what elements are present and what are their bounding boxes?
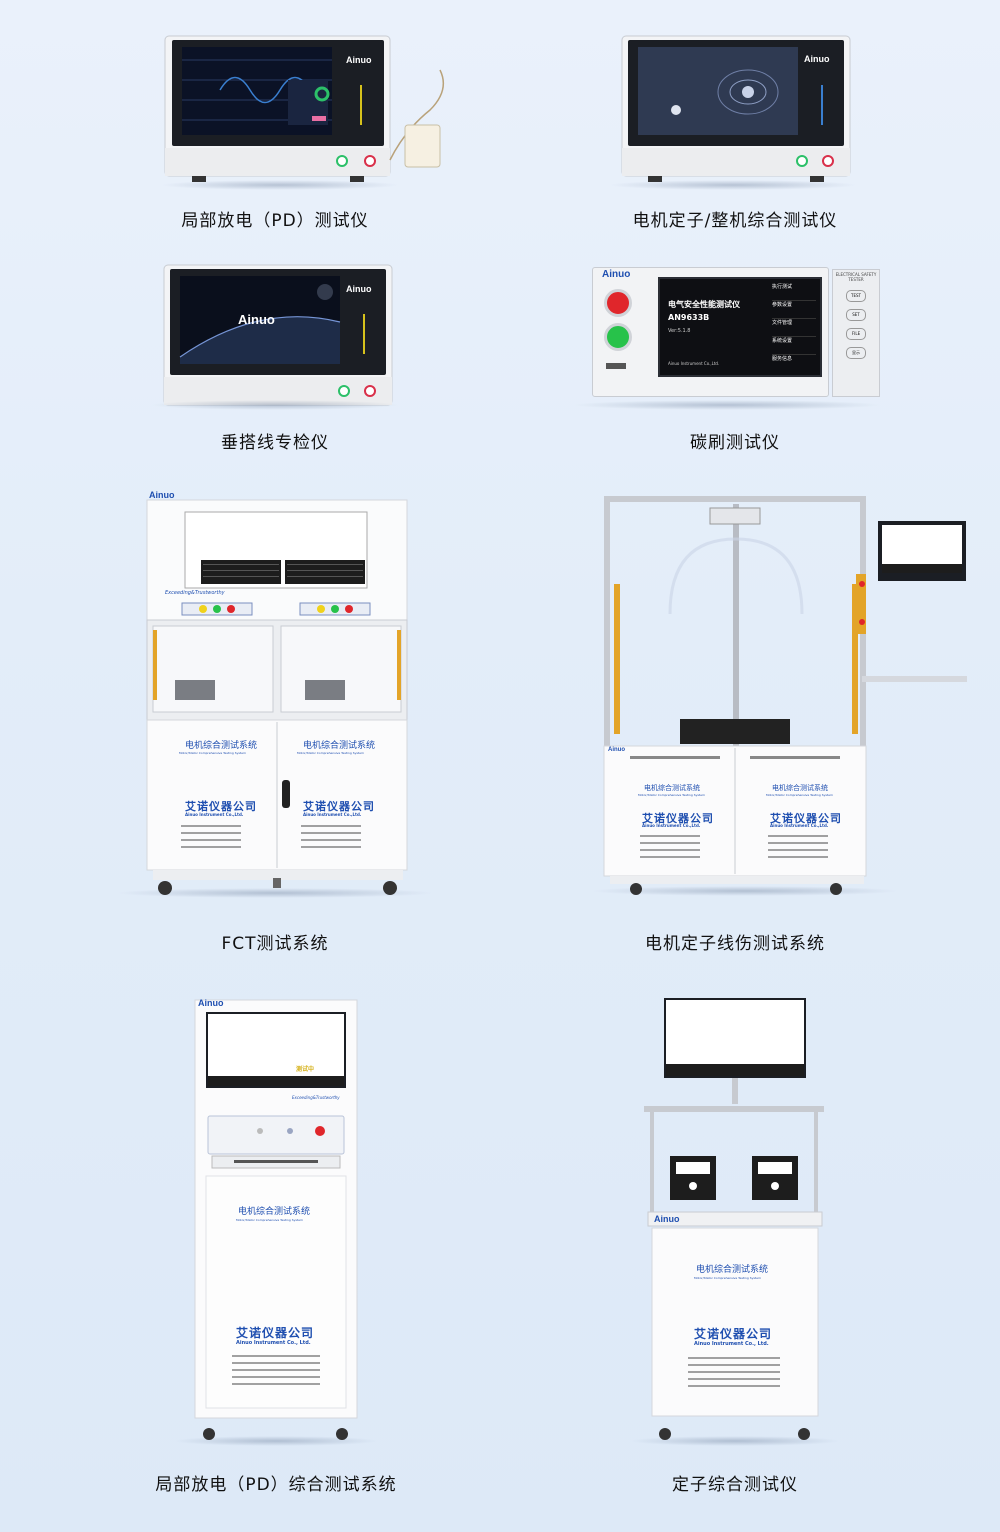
product-wire-damage-system: Ainuo 电机综合测试系统 电机综合测试系统 Motor/Stator Com…: [590, 494, 970, 904]
product-pd-system: Ainuo 测试中 Exceeding&Trustworthy 电机综合测试系统…: [174, 998, 378, 1448]
stator-comprehensive-image: [644, 998, 824, 1440]
stator-tester-image: Ainuo: [621, 35, 851, 182]
product-fct-system: Ainuo Exceeding&Trustworthy 电机综合测试系统 电机综…: [115, 490, 435, 902]
screen-model: AN9633B: [668, 313, 710, 322]
status-text: 测试中: [296, 1066, 315, 1073]
fct-system-image: [146, 499, 408, 895]
menu-item[interactable]: 执行测试: [772, 283, 816, 301]
system-name-en: Motor/Stator Comprehensive Testing Syste…: [236, 1218, 303, 1222]
product-caption: 电机定子线伤测试系统: [645, 934, 825, 954]
product-shadow: [608, 180, 858, 190]
product-pd-tester: Ainuo: [160, 30, 460, 190]
product-stator-tester: Ainuo: [608, 30, 858, 190]
company-name: 艾诺仪器公司: [236, 1326, 315, 1340]
system-name: 电机综合测试系统: [696, 1265, 769, 1275]
screen-company: Ainuo Instrument Co.,Ltd.: [668, 361, 720, 366]
company-en: Ainuo Instrument Co., Ltd.: [694, 1341, 769, 1347]
vent: [232, 1350, 320, 1390]
product-shadow: [160, 180, 400, 190]
company-en-right: Ainuo Instrument Co.,Ltd.: [303, 812, 362, 817]
screen-version: Ver:5.1.8: [668, 328, 691, 334]
company-en-left: Ainuo Instrument Co.,Ltd.: [185, 812, 244, 817]
start-button[interactable]: [604, 323, 632, 351]
product-shadow: [572, 400, 882, 410]
product-hanging-wire-tester: Ainuo Ainuo: [150, 262, 400, 412]
brand-logo: Ainuo: [346, 55, 372, 65]
product-caption: 局部放电（PD）综合测试系统: [155, 1475, 397, 1495]
side-title: ELECTRICAL SAFETY TESTER: [835, 272, 877, 282]
stop-button[interactable]: [604, 289, 632, 317]
system-name-en-right: Motor/Stator Comprehensive Testing Syste…: [297, 751, 364, 755]
menu-item[interactable]: 系统设置: [772, 337, 816, 355]
slogan: Exceeding&Trustworthy: [292, 1095, 340, 1100]
screen-menu: 执行测试 参数设置 文件管理 系统设置 服务信息: [772, 283, 816, 372]
wire-damage-system-image: [603, 496, 967, 895]
menu-item[interactable]: 文件管理: [772, 319, 816, 337]
product-shadow: [150, 400, 400, 410]
system-name-en-left: Motor/Stator Comprehensive Testing Syste…: [638, 793, 705, 797]
file-button[interactable]: FILE: [846, 328, 866, 340]
system-name-right: 电机综合测试系统: [303, 741, 376, 751]
company-en-left: Ainuo Instrument Co.,Ltd.: [642, 823, 701, 828]
side-panel: ELECTRICAL SAFETY TESTER TEST SET FILE 显…: [832, 269, 880, 397]
product-caption: 电机定子/整机综合测试仪: [632, 211, 838, 231]
system-name-en-right: Motor/Stator Comprehensive Testing Syste…: [766, 793, 833, 797]
brand-logo: Ainuo: [602, 269, 631, 280]
company-en: Ainuo Instrument Co., Ltd.: [236, 1340, 311, 1346]
product-stator-comprehensive-tester: Ainuo 电机综合测试系统 Motor/Stator Comprehensiv…: [630, 996, 840, 1448]
slogan: Exceeding&Trustworthy: [165, 590, 225, 596]
pd-system-image: [194, 999, 358, 1440]
product-shadow: [115, 888, 435, 898]
product-caption: 定子综合测试仪: [672, 1475, 798, 1495]
usb-port: [606, 363, 626, 369]
brand-logo: Ainuo: [608, 747, 625, 753]
vent-right: [301, 820, 361, 853]
company-name-right: 艾诺仪器公司: [303, 800, 375, 813]
brand-logo: Ainuo: [654, 1214, 680, 1224]
svg-text:Ainuo: Ainuo: [346, 284, 372, 294]
system-name: 电机综合测试系统: [238, 1207, 311, 1217]
vent-left: [640, 830, 700, 863]
company-name-right: 艾诺仪器公司: [770, 812, 842, 825]
company-name-left: 艾诺仪器公司: [185, 800, 257, 813]
system-name-en: Motor/Stator Comprehensive Testing Syste…: [694, 1276, 761, 1280]
product-shadow: [590, 886, 900, 896]
hanging-wire-tester-image: Ainuo: [163, 264, 393, 406]
vent-right: [768, 830, 828, 863]
brand-logo: Ainuo: [198, 998, 224, 1008]
menu-item[interactable]: 服务信息: [772, 356, 793, 362]
company-name: 艾诺仪器公司: [694, 1327, 773, 1341]
device-screen: 电气安全性能测试仪 AN9633B Ver:5.1.8 Ainuo Instru…: [658, 277, 822, 377]
system-name-en-left: Motor/Stator Comprehensive Testing Syste…: [179, 751, 246, 755]
svg-text:Ainuo: Ainuo: [804, 54, 830, 64]
pd-tester-image: Ainuo: [164, 35, 445, 182]
system-name-right: 电机综合测试系统: [772, 784, 828, 792]
company-name-left: 艾诺仪器公司: [642, 812, 714, 825]
product-shadow: [174, 1436, 378, 1446]
screen-logo: Ainuo: [238, 312, 275, 327]
system-name-left: 电机综合测试系统: [644, 784, 700, 792]
set-button[interactable]: SET: [846, 309, 866, 321]
brand-logo: Ainuo: [149, 490, 175, 500]
display-button[interactable]: 显示: [846, 347, 866, 359]
screen-title: 电气安全性能测试仪: [668, 300, 740, 309]
product-caption: 局部放电（PD）测试仪: [181, 211, 369, 231]
company-en-right: Ainuo Instrument Co.,Ltd.: [770, 823, 829, 828]
test-button[interactable]: TEST: [846, 290, 866, 302]
vent-left: [181, 820, 241, 853]
menu-item[interactable]: 参数设置: [772, 301, 816, 319]
product-caption: 碳刷测试仪: [690, 433, 780, 453]
system-name-left: 电机综合测试系统: [185, 741, 258, 751]
product-caption: FCT测试系统: [221, 934, 329, 954]
product-carbon-brush-tester: Ainuo 电气安全性能测试仪 AN9633B Ver:5.1.8 Ainuo …: [572, 267, 882, 410]
product-shadow: [630, 1436, 840, 1446]
product-caption: 垂搭线专检仪: [221, 433, 329, 453]
vent: [688, 1352, 780, 1392]
